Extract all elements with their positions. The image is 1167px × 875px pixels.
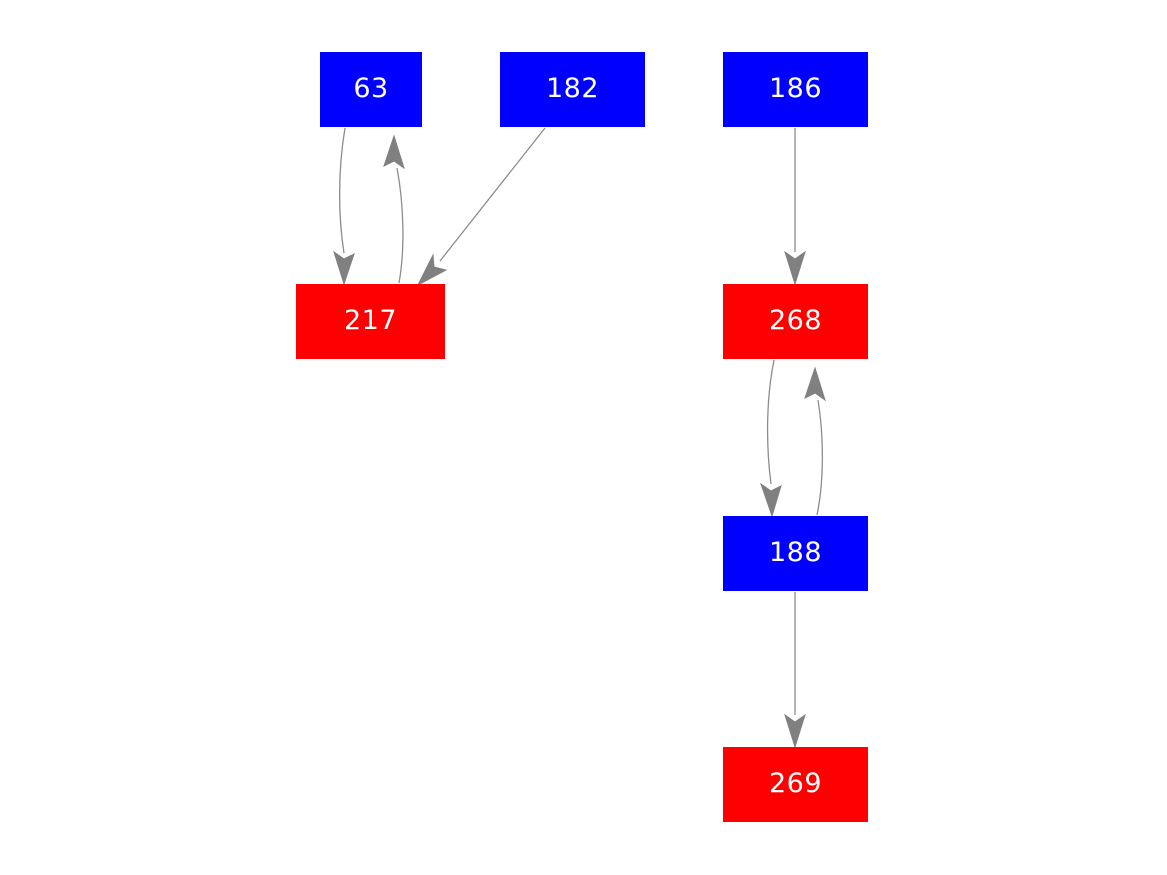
graph-node-182[interactable]: 182 — [500, 52, 645, 127]
edge-188-to-268 — [804, 366, 826, 516]
edge-182-to-217-arrowhead — [416, 253, 448, 287]
edge-188-to-268-arrowhead — [804, 366, 826, 402]
graph-node-268[interactable]: 268 — [723, 284, 868, 359]
edge-268-to-188-arrowhead — [760, 482, 782, 518]
edge-217-to-63-arrowhead — [383, 134, 405, 170]
edge-63-to-217-arrowhead — [333, 250, 355, 286]
edge-186-to-268 — [784, 128, 806, 286]
graph-node-217-label: 217 — [343, 305, 398, 336]
graph-node-217[interactable]: 217 — [296, 284, 445, 359]
edge-182-to-217-line — [439, 127, 546, 262]
graph-node-269-label: 269 — [768, 768, 823, 799]
edge-188-to-269 — [784, 592, 806, 749]
edge-182-to-217 — [416, 127, 546, 287]
edge-217-to-63-line — [396, 167, 404, 284]
edge-63-to-217 — [333, 127, 355, 286]
graph-node-63[interactable]: 63 — [320, 52, 422, 127]
edge-217-to-63 — [383, 134, 405, 284]
graph-node-188-label: 188 — [768, 537, 823, 568]
graph-node-186[interactable]: 186 — [723, 52, 868, 127]
edge-186-to-268-arrowhead — [784, 250, 806, 286]
graph-node-188[interactable]: 188 — [723, 516, 868, 591]
edge-268-to-188 — [760, 359, 782, 518]
edge-188-to-269-arrowhead — [784, 713, 806, 749]
graph-node-186-label: 186 — [768, 73, 823, 104]
edge-268-to-188-line — [766, 359, 775, 485]
edge-63-to-217-line — [338, 127, 346, 254]
graph-node-268-label: 268 — [768, 305, 823, 336]
graph-node-182-label: 182 — [545, 73, 600, 104]
graph-node-63-label: 63 — [353, 73, 389, 104]
graph-node-269[interactable]: 269 — [723, 747, 868, 822]
edge-188-to-268-line — [816, 399, 824, 516]
